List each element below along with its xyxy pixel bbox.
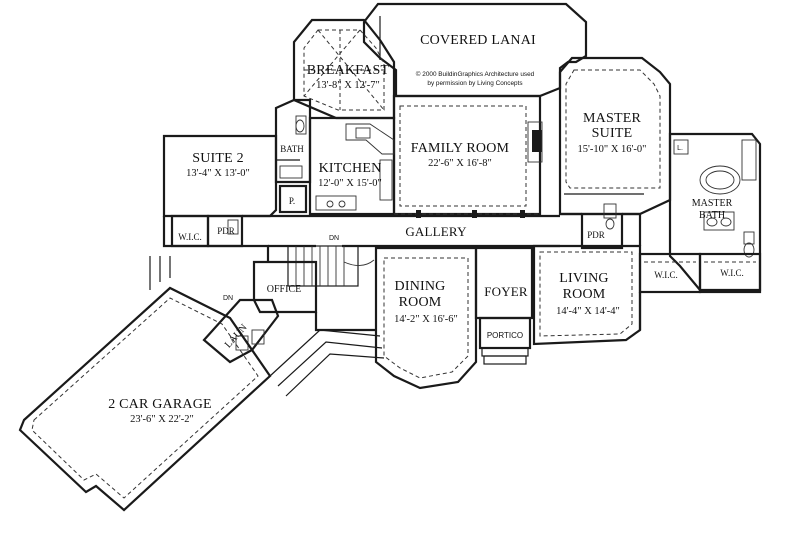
suite2-bath (274, 98, 312, 184)
dining-label-2: ROOM (399, 295, 442, 310)
master-suite-dims: 15'-10" X 16'-0" (578, 144, 647, 155)
linen-label: L. (677, 145, 683, 152)
copyright-line-1: © 2000 BuildinGraphics Architecture used (416, 70, 535, 78)
kitchen (308, 116, 396, 216)
living-label-2: ROOM (563, 287, 606, 302)
master-powder (580, 203, 624, 250)
master-bath (668, 132, 762, 292)
portico-label: PORTICO (487, 331, 523, 340)
gallery (242, 210, 560, 248)
dn-garage-label: DN (223, 295, 233, 302)
pdr-left-label: PDR (217, 226, 235, 236)
covered-lanai (362, 2, 588, 98)
living-room (532, 244, 642, 346)
garage-dims: 23'-6" X 22'-2" (130, 414, 194, 425)
suite-2 (162, 134, 300, 218)
foyer-label: FOYER (484, 284, 528, 299)
pdr-right-label: PDR (587, 230, 605, 240)
pantry-label: P. (289, 196, 295, 206)
kitchen-label: KITCHEN (319, 161, 382, 176)
family-room-label: FAMILY ROOM (411, 141, 510, 156)
copyright-line-2: by permission by Living Concepts (427, 80, 522, 87)
stairs (287, 245, 375, 287)
kitchen-dims: 12'-0" X 15'-0" (318, 178, 382, 189)
lanai-label: COVERED LANAI (420, 33, 536, 48)
breakfast-dims: 13'-8" X 12'-7" (316, 80, 380, 91)
master-suite-label-2: SUITE (592, 126, 633, 141)
breakfast-label: BREAKFAST (307, 63, 390, 78)
gallery-label: GALLERY (405, 224, 467, 239)
office-label: OFFICE (267, 284, 301, 295)
portico (478, 316, 532, 365)
wic-master-2-label: W.I.C. (720, 268, 743, 278)
wic-master-1-label: W.I.C. (654, 270, 677, 280)
foyer (474, 246, 534, 320)
suite2-dims: 13'-4" X 13'-0" (186, 168, 250, 179)
pantry (278, 184, 308, 214)
family-room-dims: 22'-6" X 16'-8" (428, 158, 492, 169)
living-label-1: LIVING (559, 271, 608, 286)
garage (18, 256, 272, 512)
bath-label: BATH (280, 144, 304, 154)
walkway (269, 329, 385, 397)
office (252, 260, 318, 314)
living-dims: 14'-4" X 14'-4" (556, 306, 620, 317)
suite2-label: SUITE 2 (192, 151, 244, 166)
dn-stair-label: DN (329, 235, 339, 242)
master-bath-label-1: MASTER (692, 198, 733, 209)
wic-suite2-label: W.I.C. (178, 232, 201, 242)
master-suite-label-1: MASTER (583, 111, 641, 126)
garage-label: 2 CAR GARAGE (108, 397, 212, 412)
dining-label-1: DINING (395, 279, 446, 294)
master-bath-label-2: BATH (699, 210, 725, 221)
perimeter (162, 212, 642, 332)
dining-dims: 14'-2" X 16'-6" (394, 314, 458, 325)
